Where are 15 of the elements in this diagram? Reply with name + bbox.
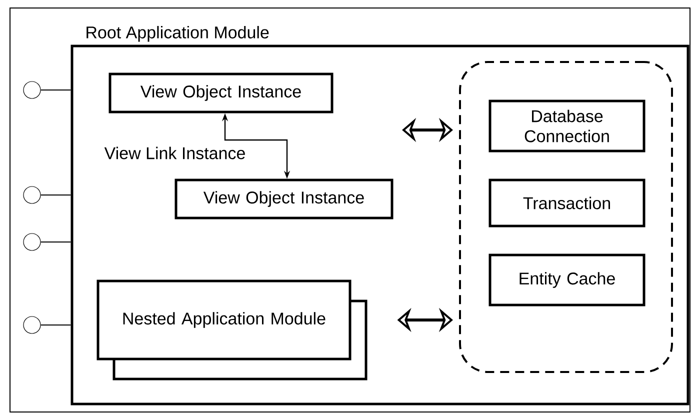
connector-line: [40, 324, 72, 326]
port-circle: [23, 81, 41, 99]
component-box: View Object Instance: [108, 72, 334, 114]
dashed-container: [459, 61, 673, 373]
component-box: Database Connection: [488, 100, 646, 152]
edge-label: View Link Instance: [104, 146, 245, 160]
component-box: View Object Instance: [174, 178, 394, 220]
node-label: Root Application Module: [86, 26, 269, 42]
component-box: Transaction: [488, 178, 646, 228]
component-box: Entity Cache: [488, 254, 646, 306]
stacked-module-box: Nested Application Module: [96, 280, 368, 380]
port-circle: [23, 233, 41, 251]
port-circle: [23, 186, 41, 204]
connector-line: [40, 194, 72, 196]
port-circle: [23, 316, 41, 334]
